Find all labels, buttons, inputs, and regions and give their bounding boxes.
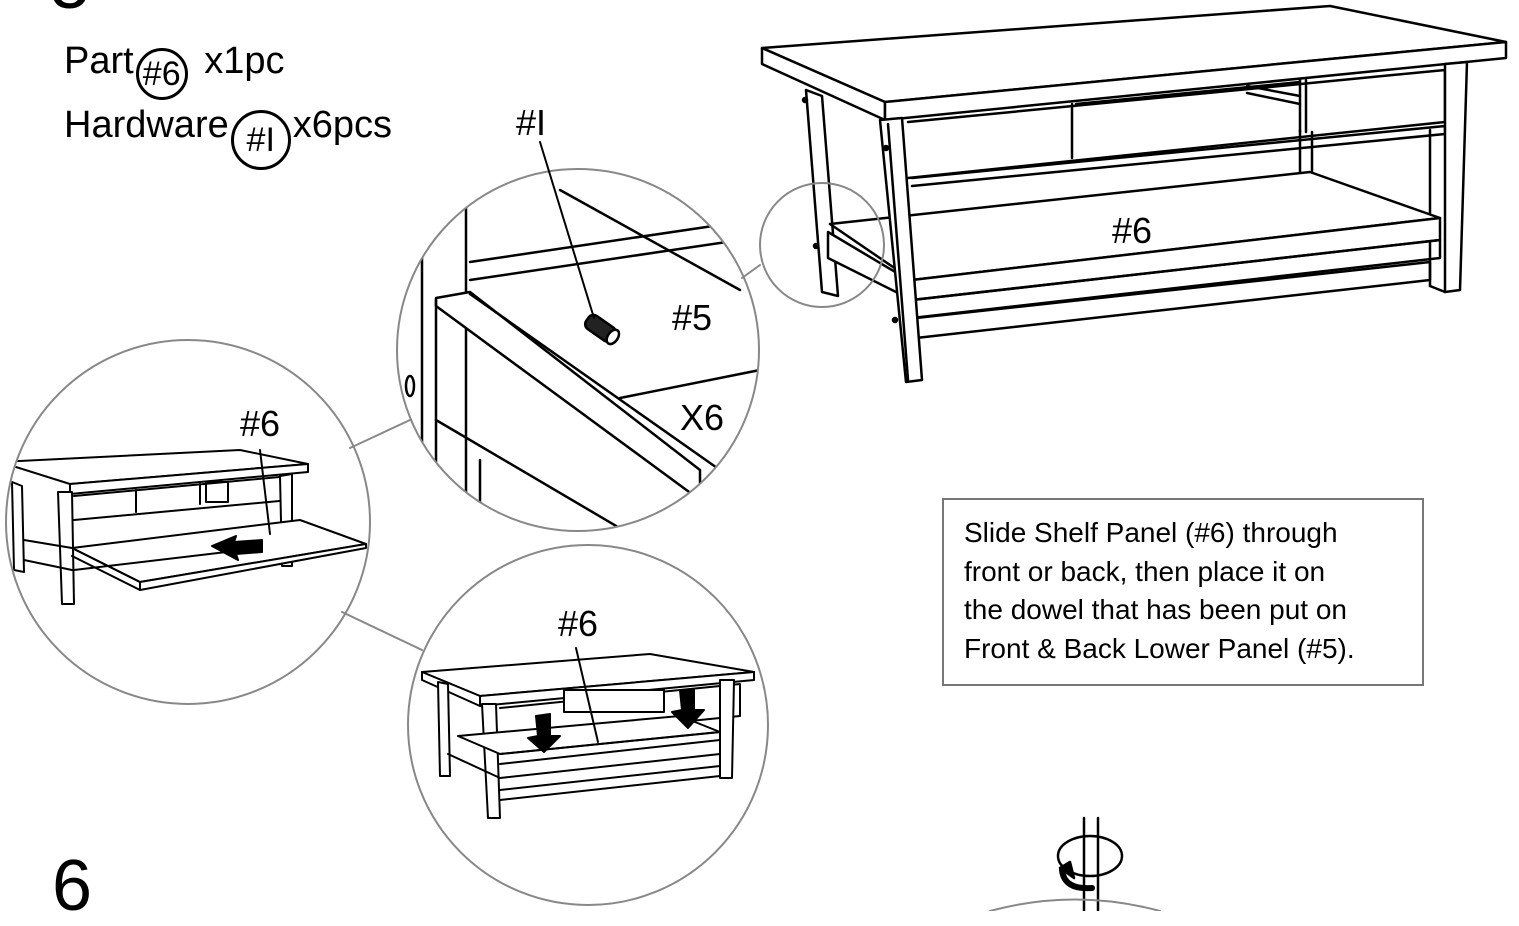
part-id: #6 (142, 55, 181, 93)
hardware-id-badge: #I (230, 110, 291, 170)
step-number-next: 6 (52, 846, 93, 926)
part-line: Part #6 x1pc (64, 42, 285, 100)
part-quantity: x1pc (204, 40, 285, 82)
next-step-preview (989, 816, 1161, 911)
hardware-quantity: x6pcs (292, 104, 393, 146)
dowel-count-label: X6 (680, 397, 724, 438)
instruction-line: front or back, then place it on (964, 555, 1326, 587)
instruction-line: Front & Back Lower Panel (#5). (964, 632, 1355, 664)
drop-in-view (407, 544, 769, 906)
shelf-label-main: #6 (1112, 210, 1152, 251)
coffee-table-main (741, 4, 1508, 384)
slide-in-view (5, 339, 423, 705)
instruction-line: Slide Shelf Panel (#6) through (964, 517, 1338, 548)
dowel-callout-label: #I (516, 102, 546, 143)
hardware-id: #I (246, 121, 275, 159)
part-id-badge: #6 (135, 48, 188, 100)
hardware-line: Hardware #I x6pcs (64, 106, 392, 170)
shelf-label-slide: #6 (240, 403, 280, 444)
dowel-detail-view (396, 141, 760, 532)
instruction-line: the dowel that has been put on (964, 594, 1347, 625)
hardware-label: Hardware (64, 104, 229, 146)
lower-panel-label: #5 (672, 297, 712, 338)
shelf-label-drop: #6 (558, 603, 598, 644)
step-number-previous: 5 (50, 0, 90, 20)
instruction-box: Slide Shelf Panel (#6) through front or … (942, 498, 1424, 686)
part-label: Part (64, 40, 134, 82)
